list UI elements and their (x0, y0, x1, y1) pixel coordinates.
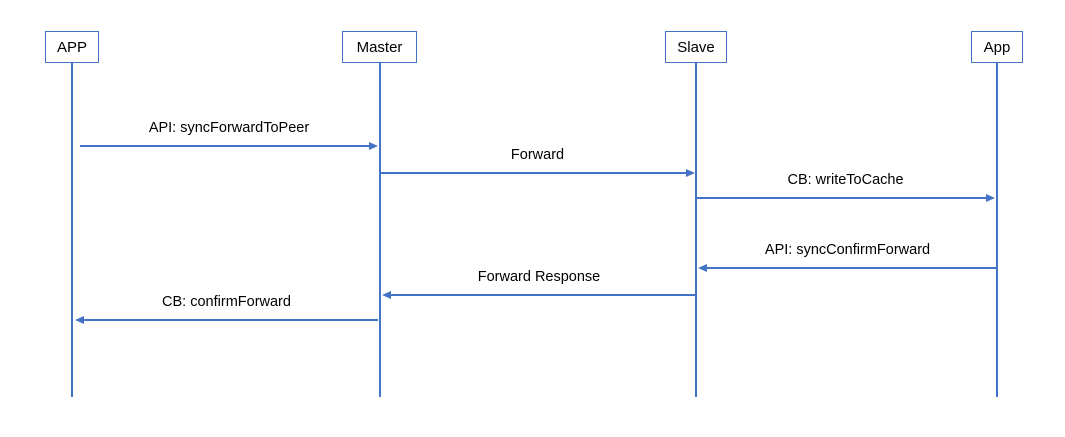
lifeline-app-right (996, 63, 998, 397)
actor-box-slave: Slave (665, 31, 727, 63)
actor-box-master: Master (342, 31, 417, 63)
arrow-line (706, 267, 997, 269)
message-label: Forward (510, 147, 565, 164)
lifeline-app-left (71, 63, 73, 397)
actor-label: Slave (677, 38, 715, 56)
arrowhead-right-icon (369, 141, 378, 150)
lifeline-slave (695, 63, 697, 397)
arrow-line (380, 172, 687, 174)
arrowhead-right-icon (686, 168, 695, 177)
arrowhead-left-icon (698, 263, 707, 272)
message-label: API: syncForwardToPeer (148, 120, 310, 137)
arrowhead-left-icon (382, 290, 391, 299)
arrow-line (83, 319, 378, 321)
arrowhead-left-icon (75, 315, 84, 324)
arrow-line (696, 197, 987, 199)
message-label: CB: confirmForward (162, 294, 291, 311)
arrow-line (390, 294, 696, 296)
actor-label: Master (356, 38, 403, 56)
arrow-line (80, 145, 370, 147)
actor-label: APP (56, 38, 87, 56)
arrowhead-right-icon (986, 193, 995, 202)
message-label: Forward Response (477, 269, 601, 286)
actor-box-app-left: APP (45, 31, 99, 63)
actor-box-app-right: App (971, 31, 1023, 63)
lifeline-master (379, 63, 381, 397)
message-label: CB: writeToCache (787, 172, 904, 189)
message-label: API: syncConfirmForward (764, 242, 931, 259)
actor-label: App (983, 38, 1011, 56)
